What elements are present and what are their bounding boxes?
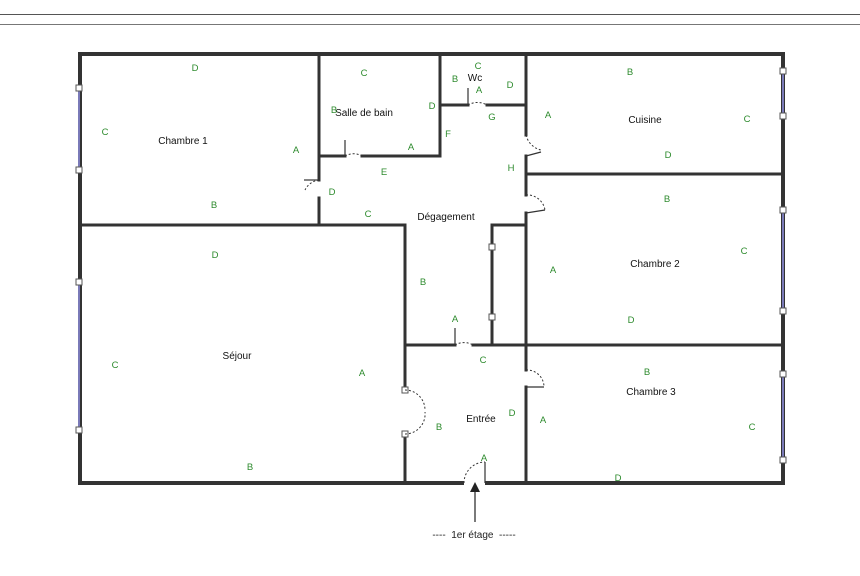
wall-marker: A: [545, 110, 552, 121]
room-label-degagement: Dégagement: [417, 212, 474, 223]
wall-marker: A: [540, 415, 547, 426]
wall-marker: B: [664, 194, 670, 205]
plan-frame: [0, 24, 860, 576]
wall-marker: D: [509, 408, 516, 419]
wall-marker: D: [329, 187, 336, 198]
wall-marker: B: [211, 200, 217, 211]
wall-marker: A: [408, 142, 415, 153]
wall-marker: G: [488, 112, 495, 123]
top-bar: [0, 0, 860, 15]
wall-marker: D: [429, 101, 436, 112]
wall-marker: B: [644, 367, 650, 378]
floor-label: ---- 1er étage -----: [432, 530, 515, 541]
wall-marker: D: [507, 80, 514, 91]
wall-marker: D: [615, 473, 622, 484]
wall-marker: C: [741, 246, 748, 257]
room-label-chambre-2: Chambre 2: [630, 259, 680, 270]
room-label-salle-de-bain: Salle de bain: [335, 108, 393, 119]
wall-marker: D: [665, 150, 672, 161]
wall-marker: B: [420, 277, 426, 288]
room-label-wc: Wc: [468, 73, 482, 84]
room-label-entree: Entrée: [466, 414, 496, 425]
room-label-cuisine: Cuisine: [628, 115, 662, 126]
wall-marker: C: [361, 68, 368, 79]
wall-marker: C: [480, 355, 487, 366]
wall-marker: A: [476, 85, 483, 96]
wall-marker: C: [112, 360, 119, 371]
wall-marker: D: [628, 315, 635, 326]
wall-marker: C: [365, 209, 372, 220]
wall-marker: E: [381, 167, 387, 178]
wall-marker: A: [481, 453, 488, 464]
wall-marker: B: [247, 462, 253, 473]
interior-walls: [78, 52, 785, 485]
entrance-arrow-icon: [470, 482, 480, 522]
wall-marker: A: [293, 145, 300, 156]
wall-marker: B: [452, 74, 458, 85]
room-label-chambre-3: Chambre 3: [626, 387, 676, 398]
wall-marker: C: [744, 114, 751, 125]
wall-marker: C: [749, 422, 756, 433]
wall-marker: C: [475, 61, 482, 72]
wall-marker: A: [359, 368, 366, 379]
wall-marker: B: [627, 67, 633, 78]
wall-marker: H: [508, 163, 515, 174]
wall-marker: A: [550, 265, 557, 276]
room-label-sejour: Séjour: [223, 351, 253, 362]
wall-marker: B: [331, 105, 337, 116]
room-label-chambre-1: Chambre 1: [158, 136, 208, 147]
wall-marker: B: [436, 422, 442, 433]
doors: [304, 88, 546, 484]
wall-marker: D: [212, 250, 219, 261]
wall-marker: F: [445, 129, 451, 140]
wall-marker: C: [102, 127, 109, 138]
wall-marker: D: [192, 63, 199, 74]
windows: [75, 67, 787, 464]
wall-marker: A: [452, 314, 459, 325]
